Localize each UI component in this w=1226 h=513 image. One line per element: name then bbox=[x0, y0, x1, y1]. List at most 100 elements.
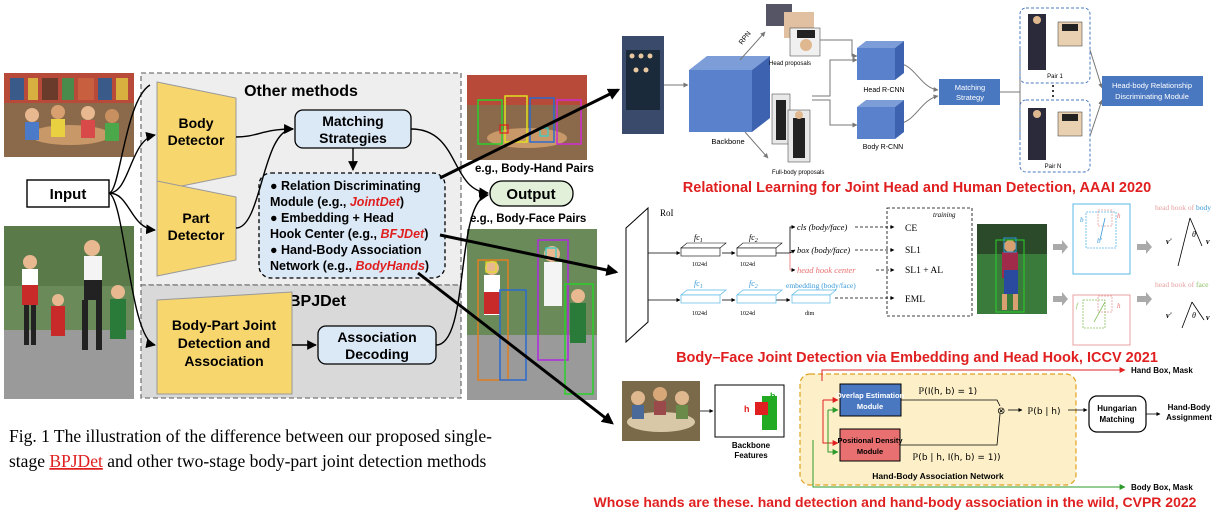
emb-label: embedding (body/face) bbox=[786, 281, 856, 290]
svg-text:v': v' bbox=[1166, 311, 1173, 320]
methods-line-6: Network (e.g., BodyHands) bbox=[270, 259, 429, 273]
h-label: h bbox=[744, 404, 750, 414]
positional-module-box bbox=[839, 428, 901, 462]
pairs-hand-label: e.g., Body-Hand Pairs bbox=[475, 163, 594, 175]
pair-n-label: Pair N bbox=[1045, 164, 1062, 170]
dim-label: dim bbox=[805, 311, 815, 317]
fc2-block bbox=[736, 242, 783, 257]
rpn-label: RPN bbox=[738, 30, 753, 46]
panel-2-title: Body–Face Joint Detection via Embedding … bbox=[676, 350, 1158, 366]
svg-text:v': v' bbox=[1166, 237, 1173, 246]
dancers-photo bbox=[4, 226, 134, 399]
joint-label-1: Body-Part Joint bbox=[172, 317, 277, 333]
joint-detection-block bbox=[156, 291, 293, 395]
head-rcnn-cube bbox=[857, 41, 904, 80]
matching-strategy-box bbox=[939, 79, 1000, 105]
b-label: b bbox=[770, 391, 776, 401]
backbone-cube bbox=[689, 56, 770, 132]
training-box bbox=[886, 207, 973, 317]
hungarian-label-1: Hungarian bbox=[1097, 404, 1137, 413]
svg-text:θ: θ bbox=[1192, 230, 1196, 239]
other-methods-title: Other methods bbox=[244, 83, 358, 100]
fc1-emb-block bbox=[680, 289, 727, 304]
panel2-arrows bbox=[648, 225, 895, 302]
fc1-label: fc1 bbox=[694, 233, 703, 244]
panel-1: Backbone RPN Head proposals Full-body pr… bbox=[622, 4, 1203, 196]
hand-feature bbox=[755, 402, 768, 415]
dinner-photo bbox=[622, 381, 700, 441]
hungarian-box bbox=[1088, 395, 1147, 433]
methods-line-5: ● Hand-Body Association bbox=[270, 243, 422, 257]
joint-label-2: Detection and bbox=[178, 335, 271, 351]
pbh-label: ℙ(b | h) bbox=[1027, 407, 1061, 417]
body-detector-block bbox=[156, 81, 237, 192]
overlap-module-box bbox=[839, 383, 902, 417]
overlap-label-1: Overlap Estimation bbox=[836, 391, 905, 400]
body-detector-label-2: Detector bbox=[168, 132, 225, 148]
svg-text:f: f bbox=[1076, 302, 1079, 310]
svg-text:h: h bbox=[1117, 212, 1121, 220]
hhc-label: head hook center bbox=[797, 265, 856, 275]
output-label: Output bbox=[506, 186, 555, 203]
methods-line-2: Module (e.g., JointDet) bbox=[270, 195, 404, 209]
pair-n-box bbox=[1019, 99, 1091, 173]
body-detector-label-1: Body bbox=[179, 115, 214, 131]
body-rcnn-label: Body R-CNN bbox=[863, 144, 903, 151]
overlap-label-2: Module bbox=[857, 402, 883, 411]
part-detector-label-2: Detector bbox=[168, 227, 225, 243]
association-network-label: Hand-Body Association Network bbox=[872, 471, 1004, 481]
svg-text:b: b bbox=[1080, 216, 1084, 224]
pair-1-label: Pair 1 bbox=[1047, 74, 1063, 80]
matching-label-2: Strategies bbox=[319, 130, 387, 146]
head-proposals-label: Head proposals bbox=[769, 61, 811, 67]
assoc-label-1: Association bbox=[337, 329, 416, 345]
hand-box-label: Hand Box, Mask bbox=[1131, 366, 1193, 375]
methods-line-4: Hook Center (e.g., BFJDet) bbox=[270, 227, 428, 241]
panel3-arrows bbox=[900, 399, 1161, 446]
gray-arrow-icon bbox=[1137, 240, 1152, 254]
soccer-photo bbox=[977, 224, 1047, 314]
svg-text:b': b' bbox=[1097, 237, 1103, 245]
backbone-features-label-2: Features bbox=[734, 451, 768, 460]
backbone-features-label-1: Backbone bbox=[732, 441, 771, 450]
face-hook-box bbox=[1072, 294, 1131, 346]
dim-block bbox=[791, 289, 837, 304]
panel-2: RoI fc1 1024d fc2 1024d bbox=[625, 203, 1211, 366]
output-dancers-photo bbox=[467, 229, 597, 400]
roi-label: RoI bbox=[660, 208, 674, 218]
assoc-label-2: Decoding bbox=[345, 346, 409, 362]
fc1-dim: 1024d bbox=[692, 262, 707, 268]
relationship-label-2: Discriminating Module bbox=[1115, 92, 1189, 101]
head-proposals-stack bbox=[766, 4, 821, 57]
left-flow-arrows bbox=[108, 84, 489, 350]
matching-strategy-label-2: Strategy bbox=[956, 93, 984, 102]
eml-label: EML bbox=[905, 295, 925, 305]
body-rcnn-cube bbox=[857, 100, 904, 139]
fc1-emb-dim: 1024d bbox=[692, 311, 707, 317]
fullbody-proposals-label: Full-body proposals bbox=[772, 170, 824, 176]
otimes-icon: ⊗ bbox=[997, 406, 1005, 417]
head-rcnn-label: Head R-CNN bbox=[863, 87, 904, 94]
methods-line-3: ● Embedding + Head bbox=[270, 211, 394, 225]
pairs-face-label: e.g., Body-Face Pairs bbox=[470, 213, 586, 225]
assignment-label-1: Hand-Body bbox=[1168, 403, 1211, 412]
hook-body-label: head hook of body bbox=[1155, 203, 1211, 212]
fc1-block bbox=[680, 242, 727, 257]
body-hook-box bbox=[1072, 203, 1131, 275]
relationship-label-1: Head-body Relationship bbox=[1112, 81, 1192, 90]
hook-face-label: head hook of face bbox=[1155, 280, 1209, 289]
positional-label-1: Positional Density bbox=[837, 436, 903, 445]
svg-text:θ: θ bbox=[1192, 311, 1196, 320]
gray-arrow-icon bbox=[1053, 240, 1068, 254]
sl1-label: SL1 bbox=[905, 246, 921, 256]
training-label: training bbox=[933, 211, 956, 219]
p2-label: ℙ(b | h, I(h, b) = 1)) bbox=[912, 453, 1001, 463]
fc2-dim: 1024d bbox=[740, 262, 755, 268]
p1-label: ℙ(I(h, b) = 1) bbox=[918, 387, 977, 397]
part-detector-block bbox=[156, 180, 237, 277]
panel-1-title: Relational Learning for Joint Head and H… bbox=[683, 180, 1151, 196]
panel1-arrows bbox=[812, 39, 1104, 138]
fullbody-proposals-stack bbox=[771, 93, 811, 163]
panel-3-title: Whose hands are these. hand detection an… bbox=[594, 494, 1197, 510]
part-detector-label-1: Part bbox=[182, 210, 210, 226]
